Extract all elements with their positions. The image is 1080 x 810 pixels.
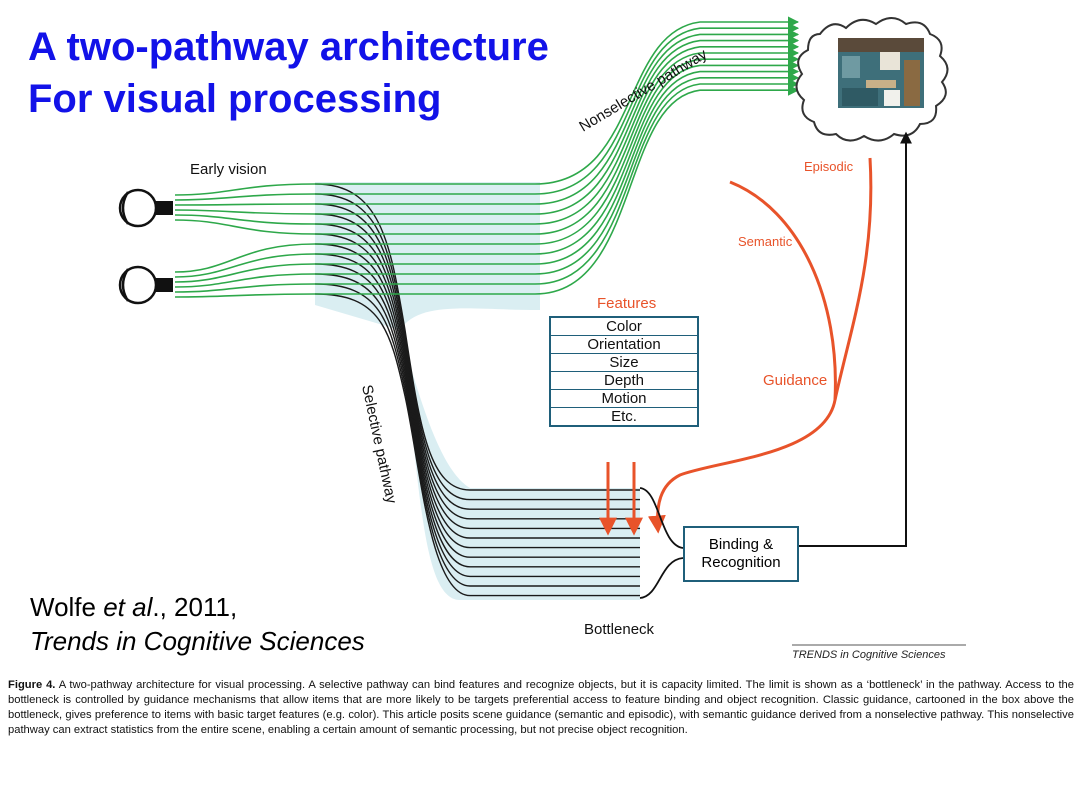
nonselective-line: [315, 53, 800, 245]
nonselective-line: [315, 28, 800, 205]
feature-item: Size: [551, 354, 697, 372]
bottleneck-bottom-line: [639, 557, 684, 599]
citation-year: ., 2011,: [152, 592, 238, 622]
figure-caption: Figure 4. A two-pathway architecture for…: [8, 678, 1074, 738]
citation-line-1: Wolfe et al., 2011,: [30, 592, 237, 623]
early-vision-lines: [174, 183, 316, 298]
selective-line: [314, 273, 640, 578]
selective-line: [314, 293, 640, 597]
guidance-label: Guidance: [763, 372, 827, 389]
episodic-arrow: [833, 157, 873, 401]
bottleneck-label: Bottleneck: [584, 621, 655, 638]
early-vision-line: [174, 253, 316, 278]
early-vision-line: [174, 183, 316, 196]
eye-icon: [118, 265, 173, 305]
early-vision-line: [174, 209, 316, 215]
kitchen-scene-image: [838, 38, 924, 108]
features-heading: Features: [597, 295, 656, 312]
selective-line: [314, 183, 640, 491]
early-vision-line: [174, 283, 316, 293]
recognition-output-arrow: [797, 131, 912, 547]
feature-item: Etc.: [611, 408, 637, 425]
citation-etal: et al: [103, 592, 153, 622]
semantic-arrow: [647, 180, 837, 534]
early-vision-line: [174, 293, 316, 298]
nonselective-line: [315, 41, 800, 225]
selective-pathway-label: Selective pathway: [358, 383, 400, 505]
title-line-2: For visual processing: [28, 77, 442, 121]
caption-label: Figure 4.: [8, 679, 56, 691]
citation-author: Wolfe: [30, 592, 104, 622]
citation-journal: Trends in Cognitive Sciences: [30, 626, 365, 656]
binding-label: Binding &: [708, 536, 774, 553]
selective-line: [314, 283, 640, 587]
nonselective-line: [315, 22, 800, 195]
semantic-label: Semantic: [738, 234, 793, 249]
pathway-diagram: Early vision Nonselective pathway Select…: [118, 16, 966, 661]
early-vision-label: Early vision: [190, 161, 267, 178]
nonselective-pathway-lines: [315, 16, 800, 295]
feature-item: Orientation: [551, 336, 697, 354]
journal-credit: TRENDS in Cognitive Sciences: [792, 649, 946, 661]
selective-line: [314, 223, 640, 530]
selective-band: [400, 330, 640, 600]
selective-line: [314, 213, 640, 520]
nonselective-line: [315, 35, 800, 215]
nonselective-line: [315, 72, 800, 275]
early-vision-line: [174, 214, 316, 225]
recognition-label: Recognition: [701, 554, 781, 571]
nonselective-line: [315, 84, 800, 295]
selective-pathway-lines: [314, 183, 640, 597]
feature-item: Motion: [551, 390, 697, 408]
selective-line: [314, 263, 640, 568]
nonselective-line: [315, 59, 800, 255]
early-vision-line: [174, 219, 316, 235]
binding-recognition-box: Binding & Recognition: [683, 526, 799, 582]
early-vision-line: [174, 273, 316, 288]
early-vision-line: [174, 243, 316, 273]
caption-text: A two-pathway architecture for visual pr…: [8, 679, 1074, 736]
features-box: Color Orientation Size Depth Motion Etc.: [549, 316, 699, 427]
title-line-1: A two-pathway architecture: [28, 25, 549, 69]
bottleneck-top-line: [639, 487, 684, 549]
early-vision-line: [174, 203, 316, 206]
episodic-label: Episodic: [804, 159, 854, 174]
nonselective-line: [315, 47, 800, 235]
feature-item: Color: [551, 318, 697, 336]
eye-icon: [118, 188, 173, 228]
selective-line: [314, 193, 640, 501]
selective-line: [314, 243, 640, 549]
nonselective-line: [315, 16, 800, 185]
selective-line: [314, 253, 640, 558]
nonselective-line: [315, 66, 800, 265]
feature-item: Depth: [551, 372, 697, 390]
selective-line: [314, 233, 640, 539]
selective-line: [314, 203, 640, 510]
nonselective-line: [315, 78, 800, 285]
early-vision-line: [174, 263, 316, 283]
early-vision-line: [174, 193, 316, 201]
